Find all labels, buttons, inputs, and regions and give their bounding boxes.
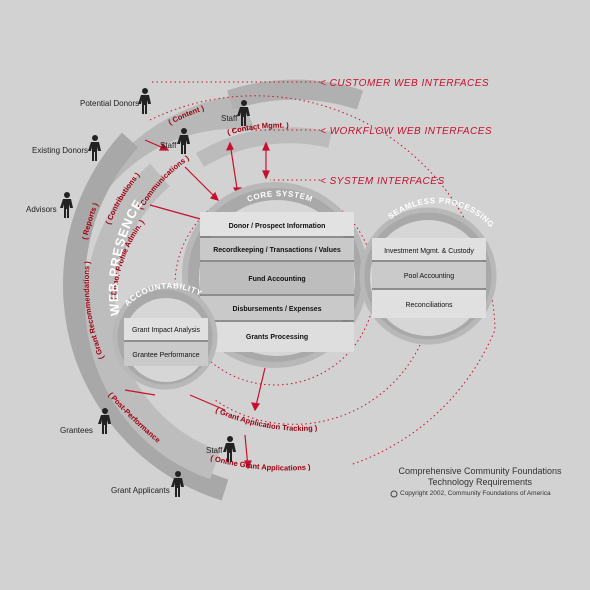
grantees-label: Grantees <box>60 426 93 435</box>
grant-applicants-person-icon <box>171 471 184 497</box>
seamless-row-bg <box>372 238 486 260</box>
footer-copyright: Copyright 2002, Community Foundations of… <box>400 490 551 497</box>
grant-applicants-label: Grant Applicants <box>111 486 170 495</box>
accountability-row-bg <box>124 318 208 340</box>
staff-top-label: Staff <box>221 114 238 123</box>
staff-bottom-person-icon <box>223 436 236 462</box>
seamless-item: Investment Mgmt. & Custody <box>384 248 474 255</box>
arrowhead-8 <box>262 141 270 151</box>
arrow-postperf <box>189 394 226 411</box>
core-row-bg-1 <box>200 212 354 236</box>
accountability-row-bg <box>124 342 208 366</box>
advisors-person-icon <box>60 192 73 218</box>
core-item: Grants Processing <box>246 334 308 341</box>
arrowhead-1 <box>159 142 170 151</box>
arrowhead-3 <box>262 170 270 180</box>
staff-mid-label: Staff <box>160 141 177 150</box>
system-interfaces-label: < SYSTEM INTERFACES <box>320 176 445 187</box>
seamless-processing: SEAMLESS PROCESSING Investment Mgmt. & C… <box>359 196 497 345</box>
seamless-item: Pool Accounting <box>404 273 454 280</box>
potential-donors-person-icon <box>138 88 151 114</box>
existing-donors-person-icon <box>88 135 101 161</box>
arrow-grantee <box>124 389 156 396</box>
seamless-item: Reconciliations <box>405 302 453 309</box>
customer-interfaces-label: < CUSTOMER WEB INTERFACES <box>320 78 489 89</box>
footer-title-line1: Comprehensive Community Foundations <box>398 466 562 476</box>
arrowhead-9 <box>226 141 234 151</box>
potential-donors-label: Potential Donors <box>80 99 139 108</box>
arrowhead-6 <box>251 402 261 412</box>
accountability: ACCOUNTABILITY Grant Impact Analysis Gra… <box>112 281 218 390</box>
grantees-person-icon <box>98 408 111 434</box>
top-band-arc <box>226 79 364 110</box>
outer-band-arc <box>63 132 229 501</box>
core-system: CORE SYSTEM Donor / Prospect Information… <box>182 182 368 368</box>
staff-top-person-icon <box>237 100 250 126</box>
staff-bottom-label: Staff <box>206 446 223 455</box>
online-grant-apps-label: ( Online Grant Applications ) <box>209 453 311 472</box>
core-row-bg-2 <box>200 238 354 260</box>
copyright-icon <box>390 490 398 498</box>
advisors-label: Advisors <box>26 205 57 214</box>
arrowhead-5 <box>209 191 220 201</box>
core-row-bg-5 <box>200 322 354 352</box>
footer-title-line2: Technology Requirements <box>427 477 533 487</box>
grant-tracking-label: ( Grant Application Tracking ) <box>214 406 318 433</box>
core-item: Disbursements / Expenses <box>232 306 321 313</box>
arrow-staff-core <box>184 166 219 201</box>
seamless-row-bg <box>372 290 486 318</box>
arrowhead-7 <box>244 460 252 470</box>
existing-donors-label: Existing Donors <box>32 146 88 155</box>
core-item: Donor / Prospect Information <box>229 223 326 230</box>
seamless-row-bg <box>372 262 486 288</box>
arrow-core-tracking <box>254 367 266 411</box>
core-item: Fund Accounting <box>248 276 305 283</box>
inner-band-arc <box>85 163 221 480</box>
workflow-interfaces-label: < WORKFLOW WEB INTERFACES <box>320 126 492 137</box>
core-row-bg-4 <box>200 296 354 320</box>
web-presence-band <box>63 79 364 501</box>
footer-title: Comprehensive Community Foundations Tech… <box>380 466 580 488</box>
dotted-outer-sweep <box>149 95 496 466</box>
accountability-item: Grant Impact Analysis <box>132 327 201 334</box>
accountability-item: Grantee Performance <box>132 352 199 359</box>
core-item: Recordkeeping / Transactions / Values <box>213 247 341 254</box>
mid-band-arc <box>195 127 332 167</box>
arrow-contact-to-core <box>229 142 239 196</box>
core-row-bg-3 <box>200 262 354 294</box>
staff-mid-person-icon <box>177 128 190 154</box>
